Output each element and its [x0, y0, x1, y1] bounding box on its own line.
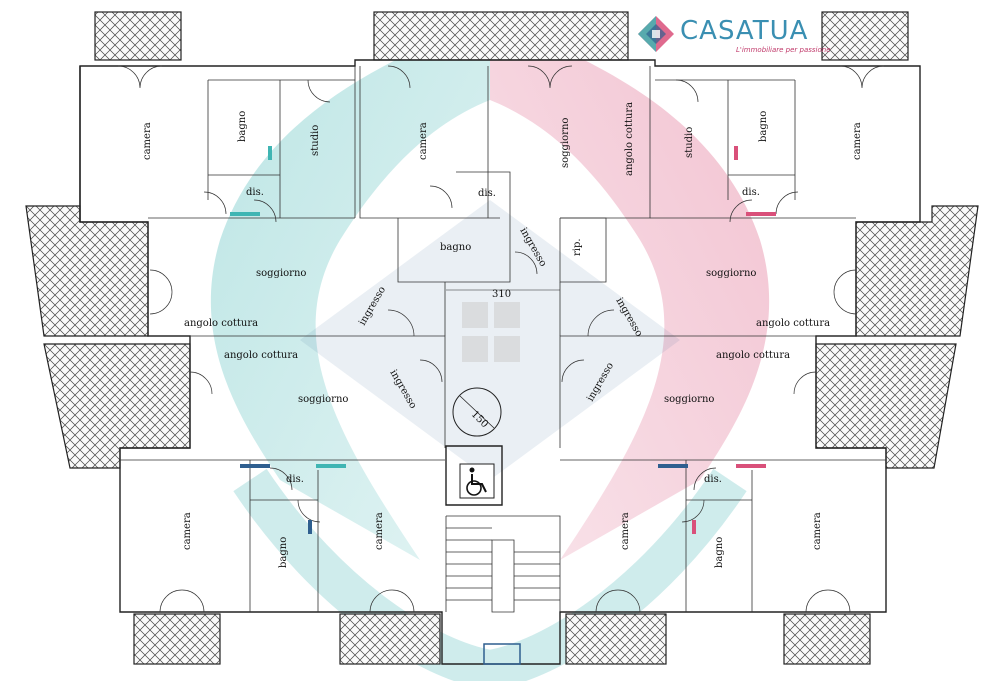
- room-label-studio: studio: [310, 125, 321, 156]
- balcony-bottom-left: [133, 613, 221, 665]
- watermark: [210, 20, 770, 681]
- room-label-soggiorno: soggiorno: [256, 268, 306, 279]
- room-label-bagno: bagno: [758, 111, 769, 142]
- room-label-angolo-cottura: angolo cottura: [624, 102, 635, 176]
- room-label-soggiorno: soggiorno: [706, 268, 756, 279]
- room-label-bagno: bagno: [237, 111, 248, 142]
- fixtures: [230, 146, 776, 534]
- room-label-angolo-cottura: angolo cottura: [756, 318, 830, 329]
- room-label-camera: camera: [142, 122, 153, 160]
- balcony-left-upper: [25, 205, 149, 337]
- room-label-bagno: bagno: [714, 537, 725, 568]
- room-label-camera: camera: [812, 512, 823, 550]
- room-label-camera: camera: [182, 512, 193, 550]
- room-label-camera: camera: [852, 122, 863, 160]
- balcony-bottom-center-right: [565, 613, 667, 665]
- room-label-dis: dis.: [286, 474, 304, 485]
- balcony-left-lower: [43, 343, 191, 469]
- doors: [117, 65, 885, 613]
- room-label-camera: camera: [374, 512, 385, 550]
- room-label-dis: dis.: [246, 187, 264, 198]
- room-label-soggiorno: soggiorno: [560, 118, 571, 168]
- balcony-top-left: [94, 11, 182, 61]
- balconies: [25, 11, 979, 665]
- walls: [79, 59, 921, 665]
- dimension-310: 310: [446, 289, 560, 300]
- balcony-bottom-center-left: [339, 613, 441, 665]
- wheelchair-icon: [459, 463, 495, 499]
- balcony-top-center: [373, 11, 629, 61]
- room-label-camera: camera: [620, 512, 631, 550]
- room-label-angolo-cottura: angolo cottura: [716, 350, 790, 361]
- dimension-label: 310: [492, 289, 511, 300]
- balcony-top-right: [821, 11, 909, 61]
- room-label-camera: camera: [418, 122, 429, 160]
- room-label-angolo-cottura: angolo cottura: [224, 350, 298, 361]
- room-label-dis: dis.: [478, 188, 496, 199]
- room-label-soggiorno: soggiorno: [664, 394, 714, 405]
- room-label-dis: dis.: [742, 187, 760, 198]
- room-label-rip: rip.: [572, 238, 583, 256]
- brand-name: CASATUA: [680, 16, 809, 46]
- casatua-logo: CASATUA L'immobiliare per passione: [636, 10, 836, 58]
- room-label-angolo-cottura: angolo cottura: [184, 318, 258, 329]
- balcony-bottom-right: [783, 613, 871, 665]
- room-label-bagno: bagno: [278, 537, 289, 568]
- casatua-logo-icon: [638, 16, 674, 52]
- room-label-soggiorno: soggiorno: [298, 394, 348, 405]
- room-label-dis: dis.: [704, 474, 722, 485]
- brand-tagline: L'immobiliare per passione: [736, 46, 831, 54]
- balcony-right-upper: [855, 205, 979, 337]
- room-label-studio: studio: [684, 127, 695, 158]
- room-label-bagno: bagno: [440, 242, 471, 253]
